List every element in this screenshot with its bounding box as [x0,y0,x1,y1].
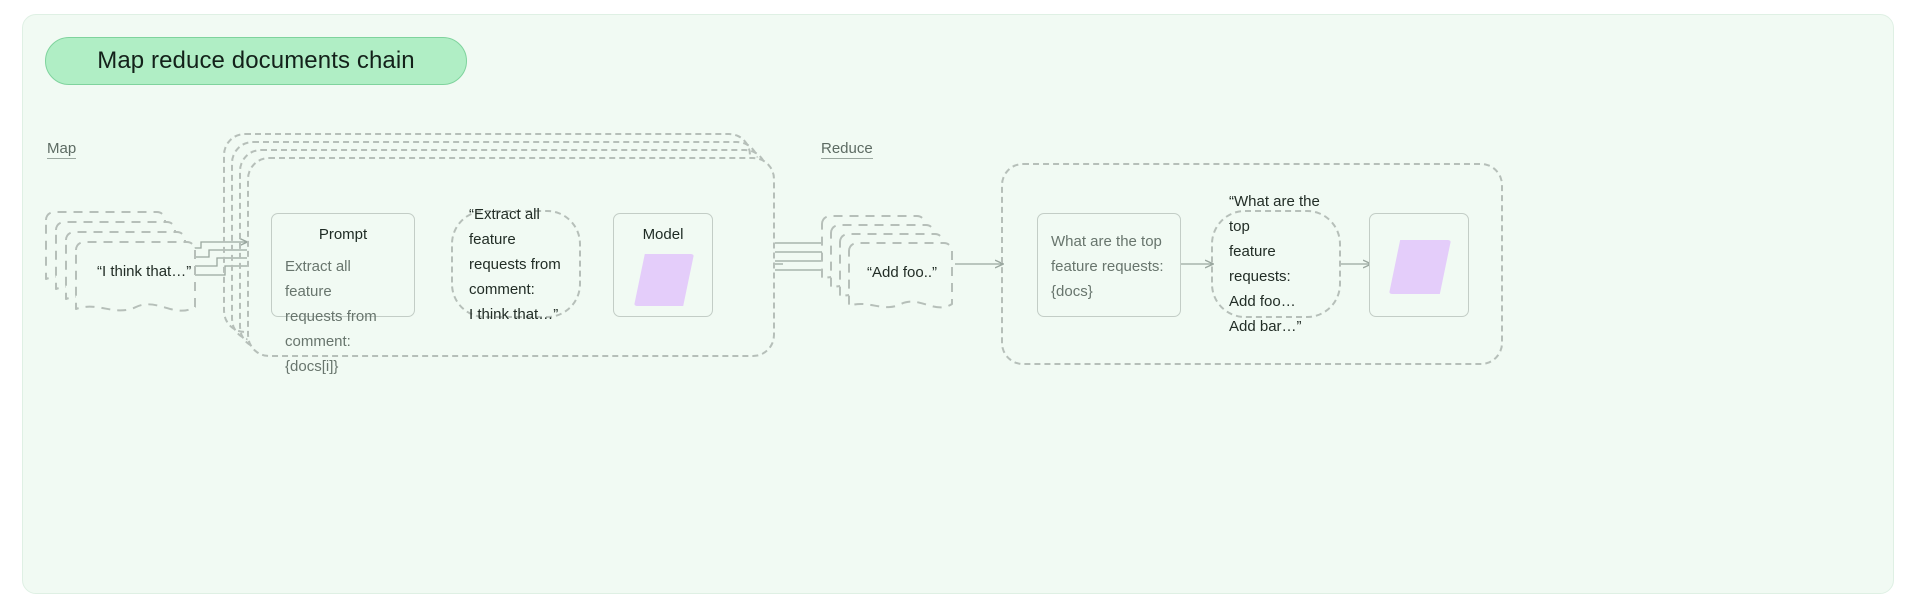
reduce-container [1001,163,1503,365]
map-filled-prompt-text: “Extract all feature requests from comme… [469,205,561,323]
model-parallelogram-icon [634,254,694,306]
map-prompt-body: Extract all feature requests from commen… [285,258,377,375]
map-prompt-box[interactable]: Prompt Extract all feature requests from… [271,213,415,375]
reduce-filled-prompt-text: “What are the top feature requests: Add … [1229,193,1320,335]
map-filled-prompt-bubble[interactable]: “Extract all feature requests from comme… [451,206,581,323]
intermediate-document-stack[interactable]: “Add foo..” [821,211,961,315]
intermediate-document-label: “Add foo..” [867,264,938,281]
section-label-reduce: Reduce [821,140,873,159]
reduce-model-box[interactable] [1369,213,1469,317]
input-document-label: “I think that…” [97,263,192,280]
model-parallelogram-icon [1389,240,1451,294]
reduce-prompt-box[interactable]: What are the top feature requests: {docs… [1037,213,1181,317]
page-title-text: Map reduce documents chain [97,47,415,74]
reduce-filled-prompt-bubble[interactable]: “What are the top feature requests: Add … [1211,193,1341,335]
map-model-title: Model [642,226,684,243]
map-prompt-title: Prompt [318,226,368,243]
section-label-map: Map [47,140,77,159]
document-stack-shapes [821,215,953,309]
reduce-prompt-body: What are the top feature requests: {docs… [1051,233,1164,300]
diagram-canvas: Map reduce documents chain Map Reduce [22,14,1894,594]
document-stack-shapes [45,211,196,312]
page-title: Map reduce documents chain [45,37,467,85]
map-model-box[interactable]: Model [613,213,713,317]
input-document-stack[interactable]: “I think that…” [45,205,205,315]
